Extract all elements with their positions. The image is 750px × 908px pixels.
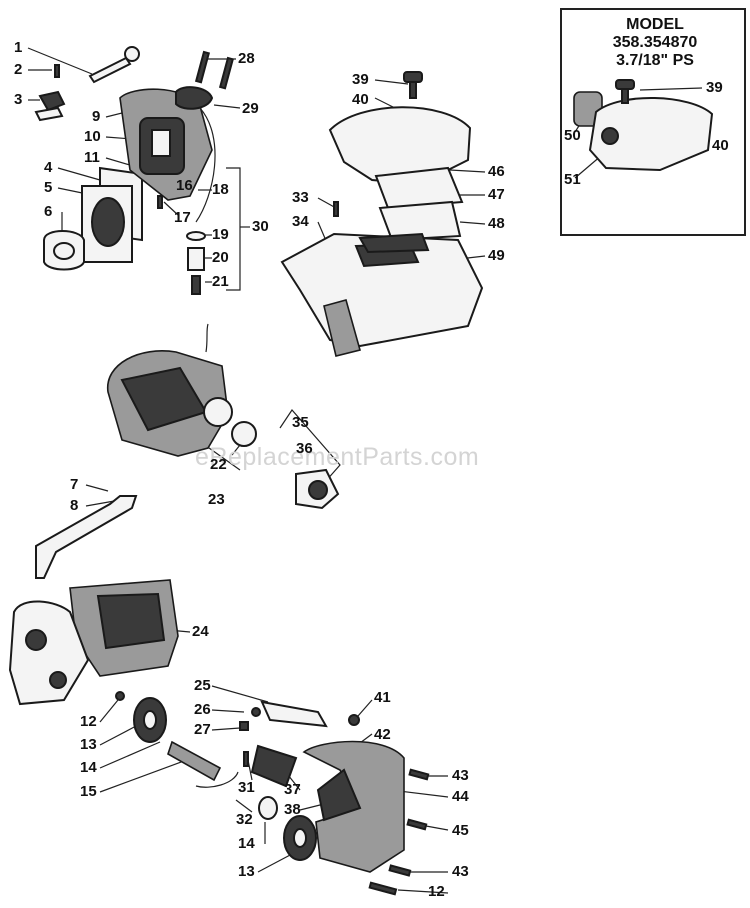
callout-3: 3	[14, 91, 23, 108]
callout-14: 14	[80, 759, 97, 776]
callout-12-lower: 12	[428, 883, 445, 900]
callout-7: 7	[70, 476, 79, 493]
callout-2: 2	[14, 61, 23, 78]
callout-40-inset: 40	[712, 137, 729, 154]
callout-51: 51	[564, 171, 581, 188]
callout-44: 44	[452, 788, 469, 805]
callout-31: 31	[238, 779, 255, 796]
callout-48: 48	[488, 215, 505, 232]
callout-33: 33	[292, 189, 309, 206]
callout-35: 35	[292, 414, 309, 431]
callout-46: 46	[488, 163, 505, 180]
callout-13: 13	[80, 736, 97, 753]
callout-12: 12	[80, 713, 97, 730]
callout-30: 30	[252, 218, 269, 235]
callout-13-lower: 13	[238, 863, 255, 880]
callout-29: 29	[242, 100, 259, 117]
callout-47: 47	[488, 186, 505, 203]
callout-4: 4	[44, 159, 53, 176]
model-spec: 3.7/18" PS	[616, 52, 694, 69]
callout-32: 32	[236, 811, 253, 828]
callout-40: 40	[352, 91, 369, 108]
callout-1: 1	[14, 39, 23, 56]
callout-23: 23	[208, 491, 225, 508]
callout-37: 37	[284, 781, 301, 798]
callout-25: 25	[194, 677, 211, 694]
model-info-box: MODEL 358.354870 3.7/18" PS	[560, 8, 746, 236]
callout-21: 21	[212, 273, 229, 290]
callout-8: 8	[70, 497, 79, 514]
callout-6: 6	[44, 203, 53, 220]
callout-39: 39	[352, 71, 369, 88]
callout-43-lower: 43	[452, 863, 469, 880]
callout-18: 18	[212, 181, 229, 198]
callout-42: 42	[374, 726, 391, 743]
parts	[8, 46, 714, 896]
callout-28: 28	[238, 50, 255, 67]
callout-5: 5	[44, 179, 53, 196]
callout-50: 50	[564, 127, 581, 144]
callout-43: 43	[452, 767, 469, 784]
callout-19: 19	[212, 226, 229, 243]
callout-49: 49	[488, 247, 505, 264]
callout-11: 11	[84, 149, 100, 166]
callout-17: 17	[174, 209, 191, 226]
callout-41: 41	[374, 689, 391, 706]
callout-22: 22	[210, 456, 227, 473]
model-number: 358.354870	[612, 34, 698, 51]
callout-14-lower: 14	[238, 835, 255, 852]
callout-39-inset: 39	[706, 79, 723, 96]
callout-36: 36	[296, 440, 313, 457]
callout-27: 27	[194, 721, 211, 738]
callout-38: 38	[284, 801, 301, 818]
callout-20: 20	[212, 249, 229, 266]
callout-10: 10	[84, 128, 101, 145]
callout-9: 9	[92, 108, 101, 125]
callout-24: 24	[192, 623, 209, 640]
callout-26: 26	[194, 701, 211, 718]
callout-34: 34	[292, 213, 309, 230]
watermark: eReplacementParts.com	[195, 443, 480, 471]
model-label: MODEL	[626, 16, 684, 33]
callout-45: 45	[452, 822, 469, 839]
callout-16: 16	[176, 177, 193, 194]
callout-15: 15	[80, 783, 97, 800]
